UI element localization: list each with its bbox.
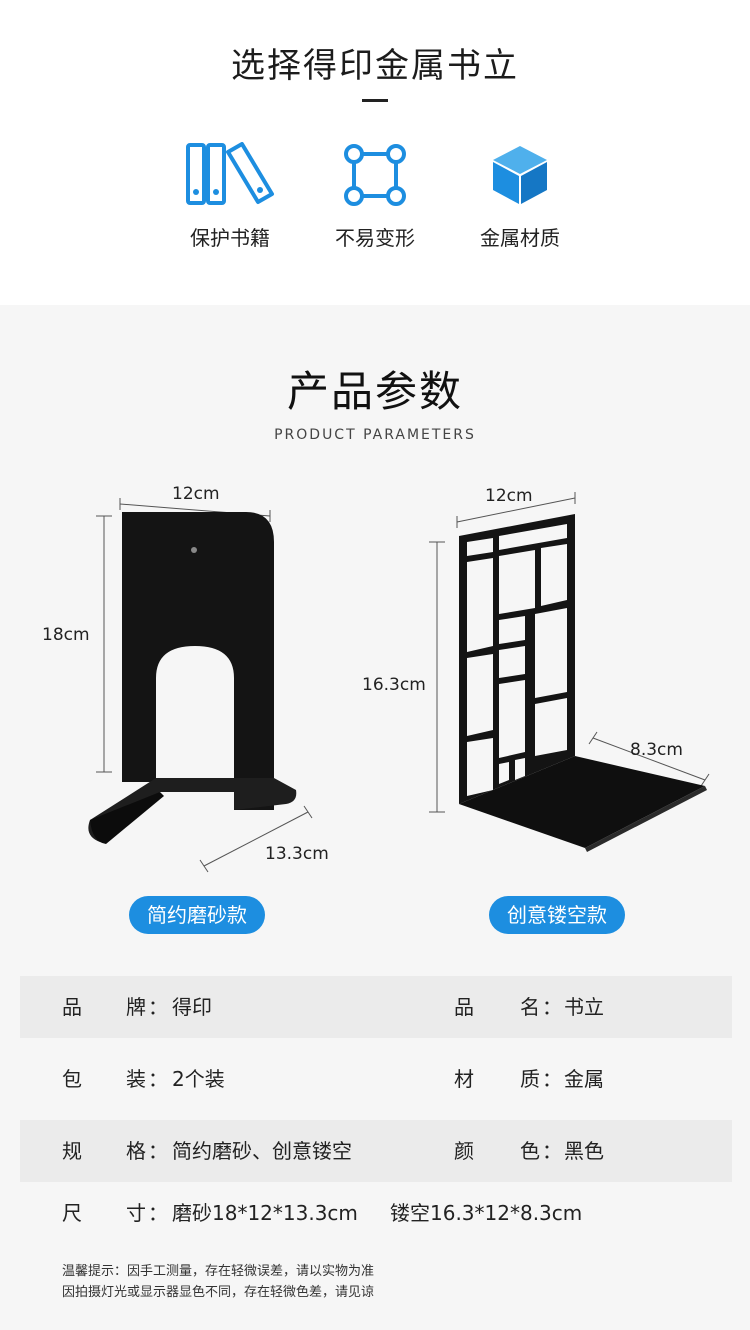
spec-value: 简约磨砂、创意镂空	[172, 1139, 352, 1163]
hollow-style-badge: 创意镂空款	[489, 896, 625, 934]
frosted-style-badge: 简约磨砂款	[129, 896, 265, 934]
spec-value-secondary: 镂空16.3*12*8.3cm	[390, 1201, 583, 1225]
feature-label: 不易变形	[335, 226, 415, 250]
width-label: 12cm	[172, 484, 220, 504]
spec-key-char: 规	[62, 1139, 82, 1163]
spec-value: 金属	[564, 1067, 604, 1091]
spec-key-char: 装	[126, 1067, 146, 1091]
spec-value: 黑色	[564, 1139, 604, 1163]
books-icon	[186, 142, 274, 205]
width-label: 12cm	[485, 486, 533, 506]
spec-key-char: 品	[62, 995, 82, 1019]
feature-label: 金属材质	[480, 226, 560, 250]
feature-protect-books: 保护书籍	[160, 142, 300, 251]
spec-key-char: 包	[62, 1067, 82, 1091]
spec-separator: ：	[542, 1067, 562, 1091]
parameters-subtitle: PRODUCT PARAMETERS	[274, 427, 476, 443]
spec-separator: ：	[148, 1201, 168, 1225]
spec-key-char: 颜	[454, 1139, 474, 1163]
frosted-bookend-image	[88, 498, 313, 873]
spec-key-char: 格	[126, 1139, 146, 1163]
parameters-title: 产品参数	[286, 367, 463, 416]
depth-label: 8.3cm	[630, 740, 683, 760]
page-title: 选择得印金属书立	[231, 46, 519, 86]
height-label: 16.3cm	[362, 675, 426, 695]
spec-row-size: 尺 寸 ： 磨砂18*12*13.3cm 镂空16.3*12*8.3cm	[20, 1182, 732, 1244]
spec-row-brand: 品 牌 ： 得印 品 名 ： 书立	[20, 976, 732, 1038]
spec-key-char: 色	[520, 1139, 540, 1163]
spec-key-char: 名	[520, 995, 540, 1019]
hollow-bookend-image	[429, 492, 710, 852]
features-section: 选择得印金属书立 保护书籍 不易变形	[0, 0, 750, 305]
spec-separator: ：	[148, 995, 168, 1019]
height-label: 18cm	[42, 625, 90, 645]
feature-metal-material: 金属材质	[450, 142, 590, 251]
spec-row-style: 规 格 ： 简约磨砂、创意镂空 颜 色 ： 黑色	[20, 1120, 732, 1182]
spec-row-package: 包 装 ： 2个装 材 质 ： 金属	[20, 1048, 732, 1110]
spec-value: 2个装	[172, 1067, 225, 1091]
spec-key-char: 材	[454, 1067, 474, 1091]
spec-value: 书立	[564, 995, 604, 1019]
depth-label: 13.3cm	[265, 844, 329, 864]
feature-no-deform: 不易变形	[305, 142, 445, 251]
note-line: 因拍摄灯光或显示器显色不同，存在轻微色差，请见谅	[62, 1285, 375, 1300]
spec-separator: ：	[542, 1139, 562, 1163]
spec-separator: ：	[148, 1067, 168, 1091]
spec-key-char: 品	[454, 995, 474, 1019]
spec-key-char: 尺	[62, 1201, 82, 1225]
spec-value: 得印	[172, 995, 212, 1019]
spec-separator: ：	[148, 1139, 168, 1163]
spec-key-char: 寸	[126, 1201, 146, 1225]
square-nodes-icon	[344, 144, 406, 206]
spec-separator: ：	[542, 995, 562, 1019]
spec-key-char: 质	[520, 1067, 540, 1091]
cube-icon	[493, 146, 547, 204]
title-divider	[362, 99, 388, 102]
spec-key-char: 牌	[126, 995, 146, 1019]
note-line: 温馨提示：因手工测量，存在轻微误差，请以实物为准	[62, 1264, 375, 1279]
spec-value: 磨砂18*12*13.3cm	[172, 1201, 358, 1225]
feature-label: 保护书籍	[190, 226, 270, 250]
